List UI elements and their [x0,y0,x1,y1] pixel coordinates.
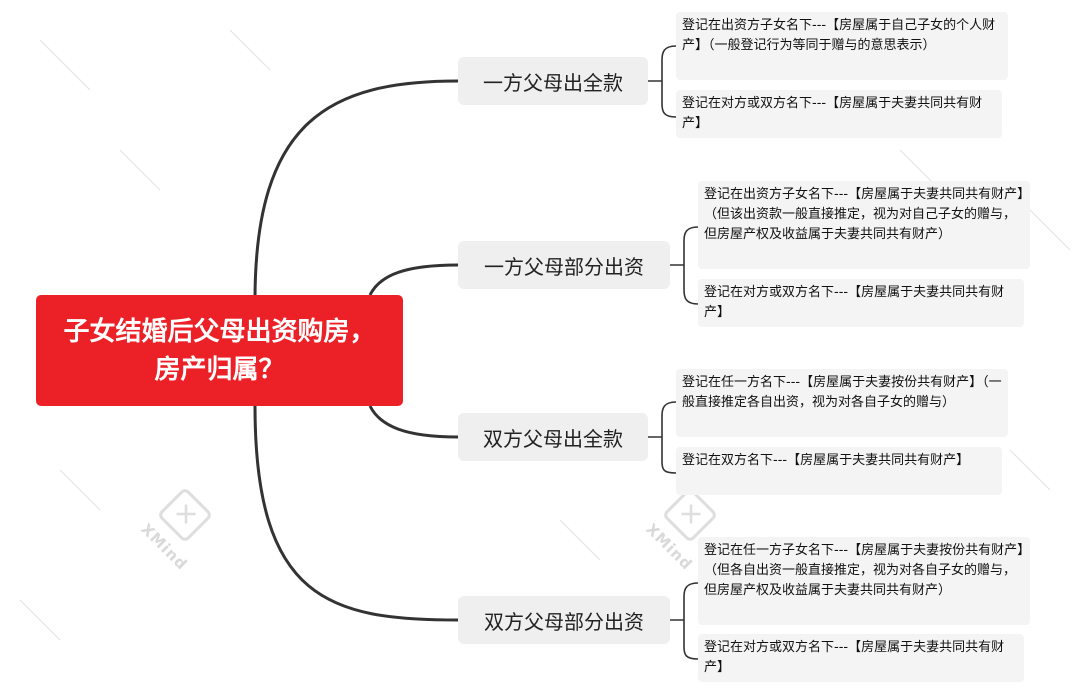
connector-branch-4-leaves [670,582,699,660]
leaf-topic-1-2[interactable]: 登记在对方或双方名下---【房屋属于夫妻共同共有财产】 [676,90,1002,138]
watermark-line [1029,209,1071,251]
leaf-topic-4-1[interactable]: 登记在任一方子女名下---【房屋属于夫妻按份共有财产】（但各自出资一般直接推定，… [698,537,1030,625]
leaf-topic-3-2[interactable]: 登记在双方名下---【房屋属于夫妻共同共有财产】 [676,447,1002,495]
watermark-line [59,469,101,511]
branch-topic-3[interactable]: 双方父母出全款 [458,413,648,461]
watermark-line [1009,449,1051,491]
watermark-line [229,29,271,71]
branch-topic-1[interactable]: 一方父母出全款 [458,57,648,105]
connector-branch-2-leaves [670,226,699,305]
connector-root-branch-4 [253,405,459,622]
watermark-line [19,599,61,641]
watermark-line [119,149,161,191]
leaf-topic-3-1[interactable]: 登记在任一方名下---【房屋属于夫妻按份共有财产】（一般直接推定各自出资，视为对… [676,369,1008,437]
connector-branch-3-leaves [648,401,677,474]
connector-root-branch-3 [368,405,459,439]
watermark-line [39,39,91,91]
connector-branch-1-leaves [648,45,677,118]
leaf-topic-1-1[interactable]: 登记在出资方子女名下---【房屋属于自己子女的个人财产】（一般登记行为等同于赠与… [676,12,1008,80]
branch-topic-4[interactable]: 双方父母部分出资 [458,596,670,644]
watermark-line [559,519,601,561]
connector-root-branch-2 [368,263,459,296]
leaf-topic-2-1[interactable]: 登记在出资方子女名下---【房屋属于夫妻共同共有财产】（但该出资款一般直接推定，… [698,181,1030,269]
branch-topic-2[interactable]: 一方父母部分出资 [458,241,670,289]
leaf-topic-2-2[interactable]: 登记在对方或双方名下---【房屋属于夫妻共同共有财产】 [698,279,1024,327]
leaf-topic-4-2[interactable]: 登记在对方或双方名下---【房屋属于夫妻共同共有财产】 [698,634,1024,682]
central-topic[interactable]: 子女结婚后父母出资购房，房产归属？ [36,295,403,406]
connector-root-branch-1 [253,79,459,301]
